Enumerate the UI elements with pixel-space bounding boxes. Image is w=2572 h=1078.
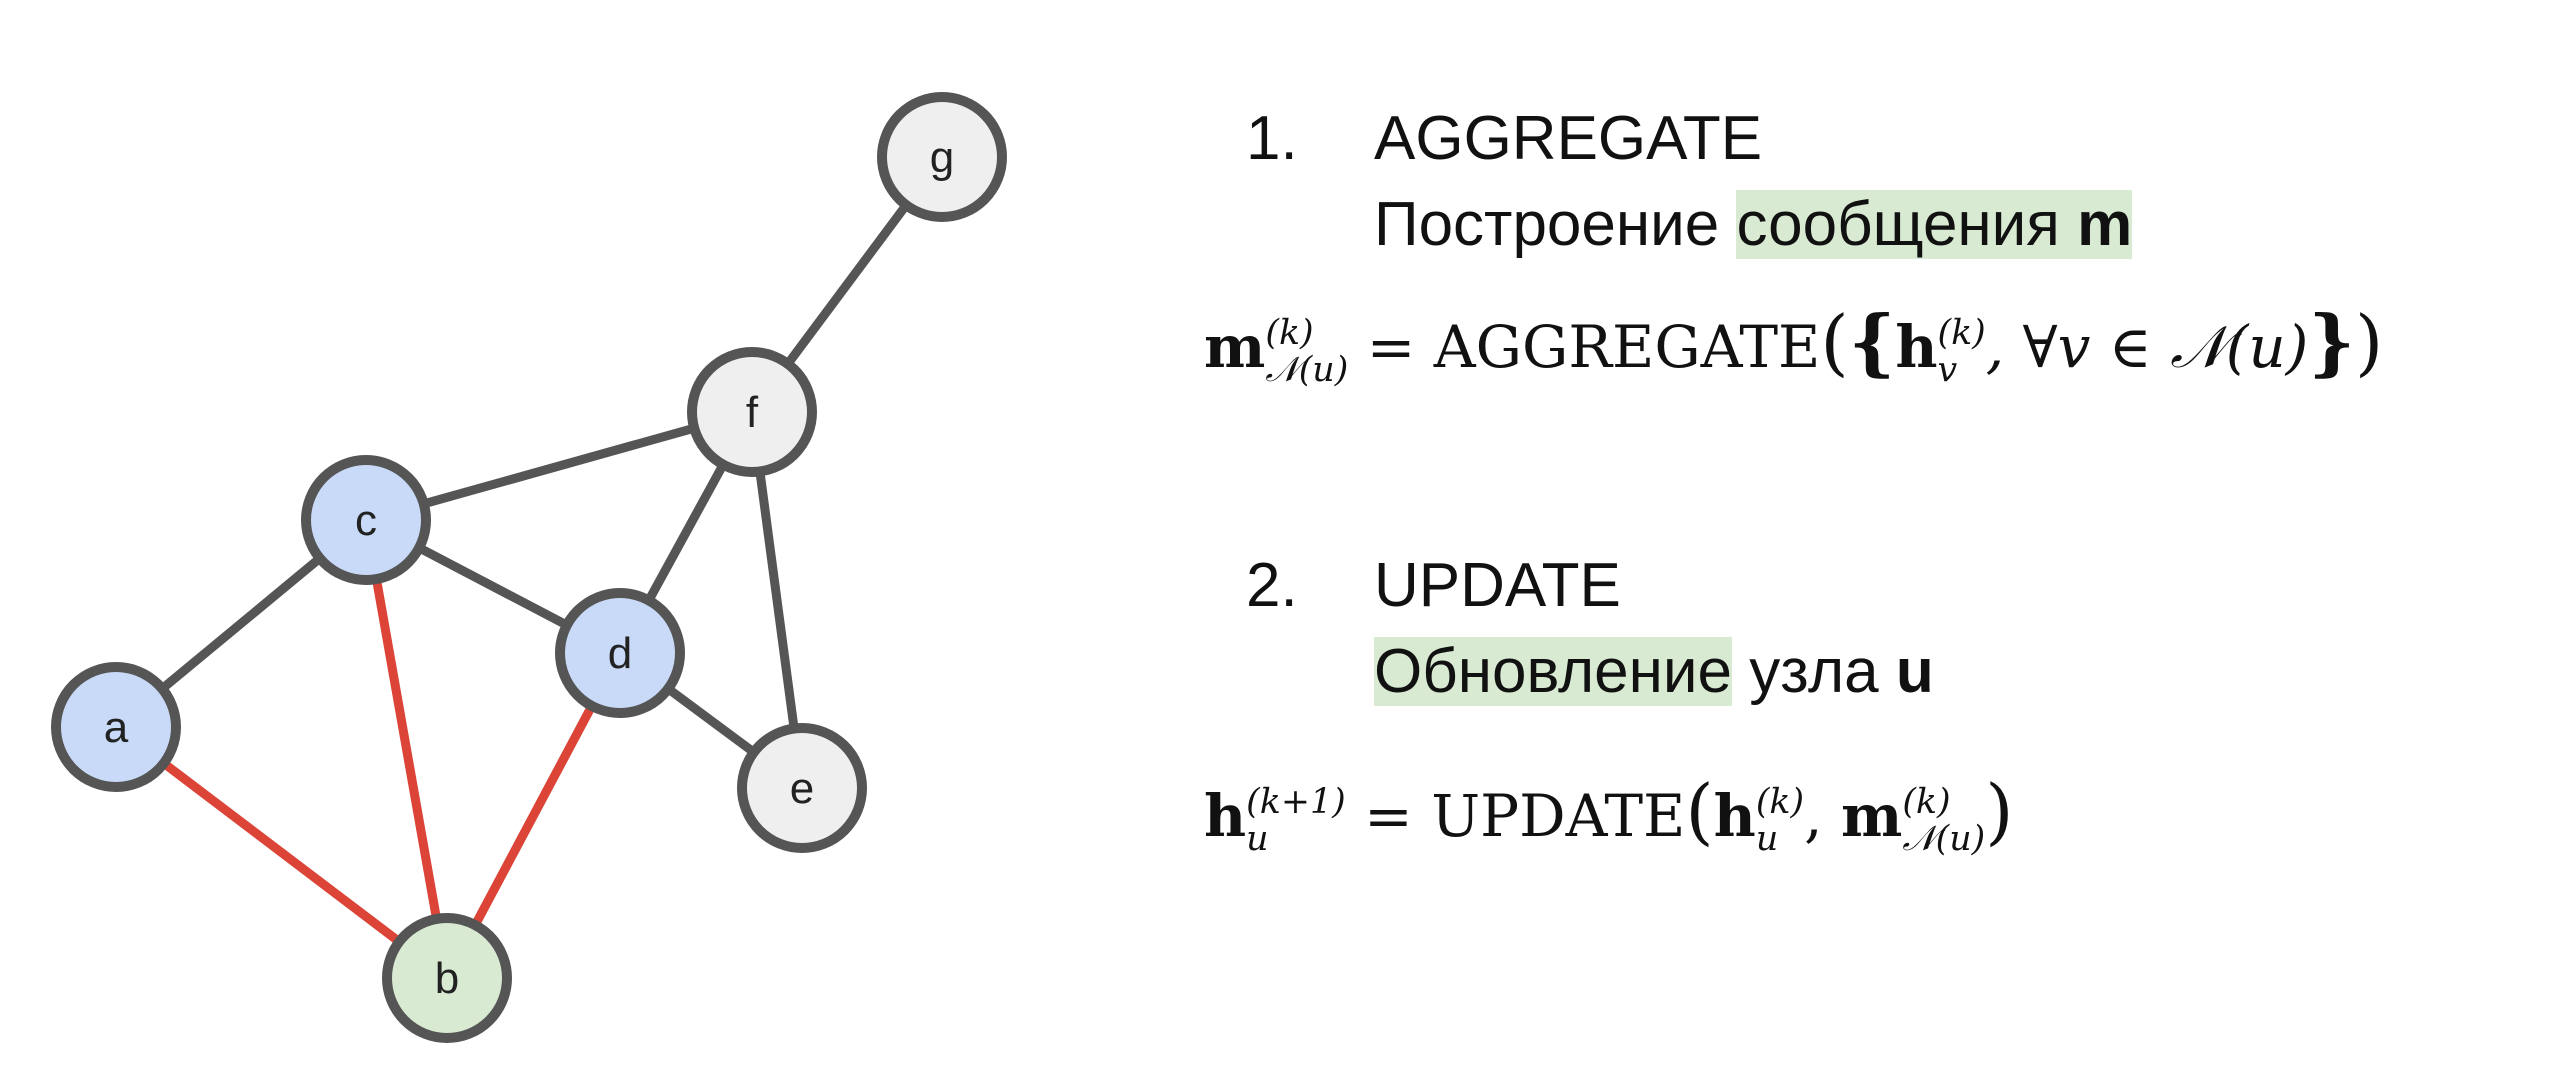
node-circle bbox=[687, 347, 817, 477]
edge-a-b bbox=[113, 723, 450, 982]
node-label: c bbox=[355, 496, 377, 545]
node-label: f bbox=[746, 388, 759, 437]
formula-comma: , bbox=[1804, 782, 1841, 850]
node-circle bbox=[555, 588, 685, 718]
node-label: e bbox=[790, 764, 814, 813]
formula-arg-scripts: (k)v bbox=[1938, 315, 1986, 388]
paren-open: ( bbox=[1820, 301, 1849, 385]
node-c: c bbox=[301, 455, 431, 585]
formula-arg1-scripts: (k)u bbox=[1756, 784, 1804, 857]
message-passing-graph: g f c d a e b bbox=[51, 92, 1007, 1043]
node-label: g bbox=[930, 133, 954, 182]
node-f: f bbox=[687, 347, 817, 477]
node-label: b bbox=[435, 954, 459, 1003]
graph-nodes: g f c d a e b bbox=[51, 92, 1007, 1043]
brace-open: { bbox=[1848, 300, 1896, 385]
node-e: e bbox=[737, 723, 867, 853]
formula-arg-h: h bbox=[1895, 313, 1938, 381]
step-description: Обновление узла u bbox=[1374, 629, 1934, 715]
node-circle bbox=[877, 92, 1007, 222]
node-label: d bbox=[608, 629, 632, 678]
desc-highlight-text: сообщения bbox=[1736, 190, 2078, 259]
node-b: b bbox=[382, 913, 512, 1043]
aggregate-formula: m(k)𝒩(u) = AGGREGATE({h(k)v, ∀v ∈ 𝒩(u)}) bbox=[1204, 300, 2383, 389]
node-circle bbox=[51, 662, 181, 792]
formula-lhs: h bbox=[1204, 782, 1247, 850]
step-description: Построение сообщения m bbox=[1374, 182, 2133, 268]
paren-close: ) bbox=[1985, 770, 2014, 854]
desc-text: Построение bbox=[1374, 190, 1737, 259]
edge-c-b bbox=[361, 519, 452, 979]
formula-arg2-scripts: (k)𝒩(u) bbox=[1902, 784, 1985, 857]
step-number: 1. bbox=[1246, 104, 1298, 173]
node-circle bbox=[301, 455, 431, 585]
step-title: UPDATE bbox=[1374, 551, 1621, 620]
formula-arg1: h bbox=[1713, 782, 1756, 850]
formula-lhs-sub: u bbox=[1246, 818, 1269, 859]
node-circle bbox=[382, 913, 512, 1043]
formula-arg-sub: v bbox=[1937, 349, 1958, 390]
formula-arg2-sub: 𝒩(u) bbox=[1902, 818, 1986, 859]
formula-lhs-sup: (k) bbox=[1265, 313, 1314, 354]
paren-close: ) bbox=[2355, 301, 2384, 385]
graph-edges bbox=[113, 154, 946, 982]
node-d: d bbox=[555, 588, 685, 718]
formula-lhs-sup: (k+1) bbox=[1246, 782, 1346, 823]
formula-eq: = bbox=[1364, 782, 1413, 850]
step-title: AGGREGATE bbox=[1374, 104, 1763, 173]
formula-lhs-scripts: (k)𝒩(u) bbox=[1265, 315, 1348, 388]
node-a: a bbox=[51, 662, 181, 792]
formula-arg-sup: (k) bbox=[1937, 313, 1986, 354]
desc-highlight: сообщения m bbox=[1736, 190, 2133, 259]
edge-c-f bbox=[364, 407, 754, 525]
formula-lhs-sub: 𝒩(u) bbox=[1265, 349, 1349, 390]
node-circle bbox=[737, 723, 867, 853]
brace-close: } bbox=[2308, 300, 2355, 385]
formula-eq: = bbox=[1366, 313, 1416, 381]
paren-open: ( bbox=[1685, 770, 1714, 854]
desc-bold: u bbox=[1895, 637, 1934, 706]
desc-text: узла bbox=[1731, 637, 1896, 706]
formula-arg1-sub: u bbox=[1755, 818, 1779, 859]
formula-arg2: m bbox=[1840, 782, 1903, 850]
formula-arg1-sup: (k) bbox=[1755, 782, 1805, 823]
node-label: a bbox=[104, 703, 129, 752]
desc-highlight: Обновление bbox=[1374, 637, 1732, 706]
node-g: g bbox=[877, 92, 1007, 222]
formula-func: UPDATE bbox=[1431, 782, 1686, 850]
formula-arg-rest: , ∀v ∈ 𝒩(u) bbox=[1985, 313, 2309, 381]
formula-lhs: m bbox=[1204, 313, 1266, 381]
step-number: 2. bbox=[1246, 551, 1298, 620]
update-formula: h(k+1)u = UPDATE(h(k)u, m(k)𝒩(u)) bbox=[1204, 770, 2014, 858]
formula-lhs-scripts: (k+1)u bbox=[1246, 784, 1346, 857]
formula-arg2-sup: (k) bbox=[1902, 782, 1951, 823]
desc-highlight-bold: m bbox=[2077, 190, 2133, 259]
formula-func: AGGREGATE bbox=[1433, 313, 1821, 381]
